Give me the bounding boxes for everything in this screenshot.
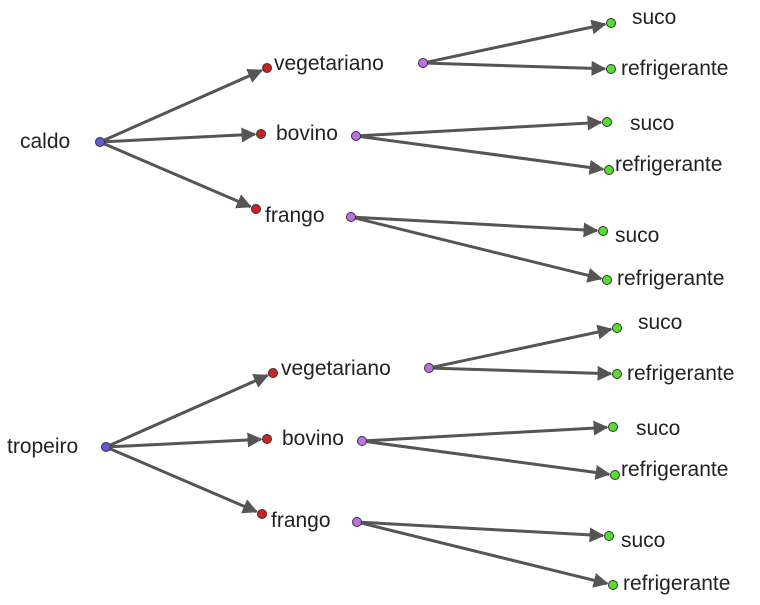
leaf-node	[606, 64, 616, 74]
edge-root-to-branch	[103, 142, 252, 209]
branch-out-node	[352, 517, 362, 527]
leaf-node	[610, 470, 620, 480]
edge-branch-to-leaf	[359, 135, 605, 175]
branch-node	[262, 63, 272, 73]
leaf-label: refrigerante	[615, 153, 722, 176]
branch-out-node	[424, 363, 434, 373]
leaf-node	[602, 117, 612, 127]
branch-out-node	[418, 58, 428, 68]
edge-branch-to-leaf	[354, 215, 599, 238]
branch-node	[257, 509, 267, 519]
leaf-node	[612, 369, 622, 379]
root-label: caldo	[20, 130, 70, 153]
edge-branch-to-leaf	[359, 115, 603, 138]
edge-branch-to-leaf	[365, 440, 611, 480]
leaf-label: refrigerante	[621, 458, 728, 481]
edge-branch-to-leaf	[365, 420, 609, 443]
leaf-label: suco	[638, 311, 682, 334]
edge-root-to-branch	[103, 127, 257, 144]
edge-branch-to-leaf	[432, 324, 613, 369]
edge-root-to-branch	[109, 432, 263, 449]
edge-root-to-branch	[109, 447, 258, 514]
nodes-layer	[95, 18, 622, 590]
branch-label: bovino	[282, 427, 344, 450]
leaf-node	[608, 422, 618, 432]
branch-out-node	[346, 212, 356, 222]
edge-branch-to-leaf	[360, 521, 609, 588]
leaf-node	[606, 18, 616, 28]
root-node	[95, 137, 105, 147]
leaf-node	[608, 580, 618, 590]
branch-node	[262, 434, 272, 444]
leaf-node	[602, 275, 612, 285]
branch-label: frango	[265, 204, 325, 227]
edge-branch-to-leaf	[354, 216, 603, 283]
leaf-label: suco	[630, 112, 674, 135]
edge-branch-to-leaf	[426, 19, 607, 64]
leaf-label: suco	[636, 417, 680, 440]
leaf-node	[598, 226, 608, 236]
leaf-label: suco	[621, 529, 665, 552]
leaf-label: suco	[615, 224, 659, 247]
branch-out-node	[357, 436, 367, 446]
leaf-label: suco	[632, 6, 676, 29]
branch-label: vegetariano	[274, 52, 384, 75]
root-label: tropeiro	[7, 435, 78, 458]
edge-root-to-branch	[103, 69, 263, 142]
branch-label: bovino	[276, 122, 338, 145]
leaf-node	[612, 323, 622, 333]
branch-node	[256, 129, 266, 139]
branch-node	[268, 368, 278, 378]
leaf-label: refrigerante	[617, 267, 724, 290]
leaf-node	[604, 531, 614, 541]
edges-layer	[103, 19, 613, 588]
leaf-label: refrigerante	[627, 362, 734, 385]
edge-root-to-branch	[109, 374, 269, 447]
root-node	[101, 442, 111, 452]
branch-label: frango	[271, 509, 331, 532]
leaf-label: refrigerante	[623, 572, 730, 595]
branch-label: vegetariano	[281, 357, 391, 380]
leaf-node	[604, 165, 614, 175]
edge-branch-to-leaf	[360, 520, 605, 543]
labels-layer: caldo vegetariano suco refrigerante bovino su…	[7, 6, 734, 595]
branch-node	[251, 204, 261, 214]
branch-out-node	[351, 131, 361, 141]
leaf-label: refrigerante	[621, 57, 728, 80]
edge-branch-to-leaf	[432, 365, 613, 381]
edge-branch-to-leaf	[426, 60, 607, 76]
